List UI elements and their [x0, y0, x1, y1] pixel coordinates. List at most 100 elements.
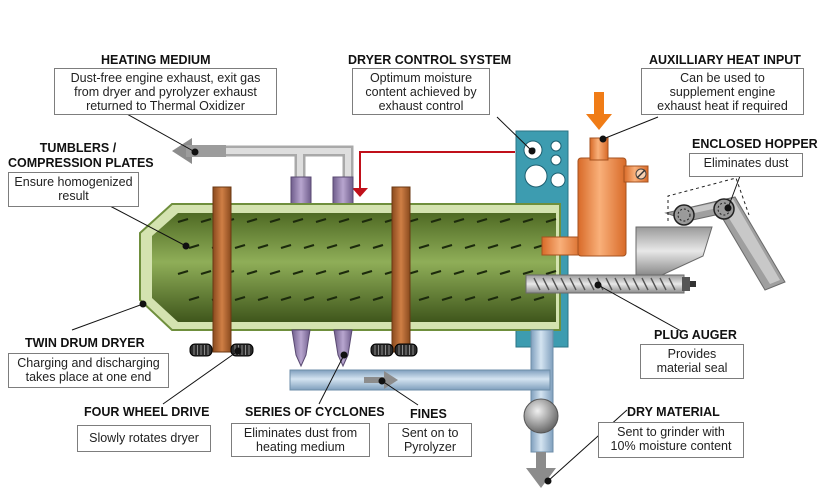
tumbler-plate	[269, 269, 281, 276]
exhaust-duct	[172, 138, 354, 178]
tumbler-plate	[487, 295, 499, 302]
tumblers-title-line-1: TUMBLERS /	[39, 141, 117, 155]
tumbler-plate	[545, 217, 557, 224]
tumbler-plate	[246, 269, 258, 276]
tumbler-plate	[349, 243, 361, 250]
fines-line-2: Pyrolyzer	[403, 440, 457, 454]
dry-material-line-2: 10% moisture content	[610, 439, 732, 453]
tumblers-line-1: Ensure homogenized	[14, 175, 133, 189]
tumbler-plate	[464, 243, 476, 250]
tumbler-plate	[430, 269, 442, 276]
enclosed-hopper-line-1: Eliminates dust	[703, 156, 789, 170]
tumbler-plate	[280, 243, 292, 250]
plug-auger	[525, 274, 696, 294]
tumblers-title: TUMBLERS / COMPRESSION PLATES	[8, 141, 154, 171]
tumbler-plate	[315, 269, 327, 276]
tumbler-plate	[303, 243, 315, 250]
tumblers-line-2: result	[58, 189, 89, 203]
tumbler-plate	[522, 269, 534, 276]
tumbler-plate	[315, 217, 327, 224]
tumblers-box: Ensure homogenized result	[8, 172, 139, 207]
tumbler-plate	[361, 269, 373, 276]
tumbler-plate	[418, 243, 430, 250]
heating-medium-box: Dust-free engine exhaust, exit gas from …	[54, 68, 277, 115]
tumbler-plate	[188, 295, 200, 302]
tumbler-plate	[326, 295, 338, 302]
enclosed-hopper	[635, 177, 786, 291]
tumbler-plate	[338, 269, 350, 276]
tumbler-plate	[200, 217, 212, 224]
control-signal-arrow-icon	[352, 151, 515, 197]
tumbler-plate	[234, 243, 246, 250]
auxiliary-heat-title: AUXILLIARY HEAT INPUT	[649, 53, 801, 67]
twin-drum-title: TWIN DRUM DRYER	[25, 336, 145, 350]
tumbler-plate	[441, 243, 453, 250]
tumbler-plate	[499, 269, 511, 276]
tumbler-plate	[349, 295, 361, 302]
tumbler-plate	[246, 217, 258, 224]
plug-auger-line-1: Provides	[667, 347, 717, 361]
dry-material-box: Sent to grinder with 10% moisture conten…	[598, 422, 744, 458]
fines-box: Sent on to Pyrolyzer	[388, 423, 472, 457]
tumbler-plate	[453, 217, 465, 224]
dryer-control-box: Optimum moisture content achieved by exh…	[352, 68, 490, 115]
drive-bands	[212, 186, 411, 353]
auxiliary-heat-line-2: supplement engine	[669, 85, 776, 99]
tumbler-plate	[234, 295, 246, 302]
tumbler-plate	[292, 269, 304, 276]
tumbler-plate	[476, 217, 488, 224]
rotary-valve-icon	[523, 398, 559, 434]
four-wheel-title: FOUR WHEEL DRIVE	[84, 405, 210, 419]
callout-leaders	[71, 113, 741, 485]
fines-title: FINES	[410, 407, 447, 421]
auxiliary-heat-box: Can be used to supplement engine exhaust…	[641, 68, 804, 115]
dry-material-title: DRY MATERIAL	[627, 405, 720, 419]
tumbler-plate	[292, 217, 304, 224]
tumbler-plate	[303, 295, 315, 302]
tumbler-plate	[188, 243, 200, 250]
tumbler-plate	[372, 295, 384, 302]
tumbler-plate	[533, 295, 545, 302]
tumbler-plate	[338, 217, 350, 224]
dryer-control-line-3: exhaust control	[378, 99, 464, 113]
twin-drum-box: Charging and discharging takes place at …	[8, 353, 169, 388]
auxiliary-heat-line-3: exhaust heat if required	[657, 99, 788, 113]
exhaust-arrow-icon	[172, 138, 192, 164]
discharge-arrow-icon	[526, 452, 556, 488]
four-wheel-box: Slowly rotates dryer	[77, 425, 211, 452]
discharge-chute	[289, 329, 559, 488]
tumbler-plate	[453, 269, 465, 276]
tumbler-plate	[464, 295, 476, 302]
fines-line-1: Sent on to	[401, 426, 459, 440]
twin-drum-dryer	[139, 203, 561, 331]
four-wheel-line-1: Slowly rotates dryer	[89, 431, 199, 445]
tumbler-plate	[269, 217, 281, 224]
twin-drum-line-2: takes place at one end	[25, 370, 152, 384]
tumbler-plate	[545, 269, 557, 276]
tumbler-plate	[476, 269, 488, 276]
tumbler-plate	[177, 217, 189, 224]
enclosed-hopper-title: ENCLOSED HOPPER	[692, 137, 818, 151]
tumbler-plate	[510, 243, 522, 250]
twin-drum-line-1: Charging and discharging	[17, 356, 160, 370]
cyclone-inlets	[290, 176, 354, 210]
heating-medium-line-3: returned to Thermal Oxidizer	[86, 99, 245, 113]
cyclones-line-1: Eliminates dust from	[243, 426, 358, 440]
enclosed-hopper-box: Eliminates dust	[689, 153, 803, 177]
dry-material-line-1: Sent to grinder with	[617, 425, 725, 439]
series-of-cyclones	[291, 329, 353, 368]
heating-medium-line-2: from dryer and pyrolyzer exhaust	[74, 85, 257, 99]
tumbler-plate	[418, 295, 430, 302]
tumbler-plate	[372, 243, 384, 250]
tumbler-plate	[499, 217, 511, 224]
tumbler-plate	[510, 295, 522, 302]
auxiliary-heat-line-1: Can be used to	[680, 71, 765, 85]
cyclones-box: Eliminates dust from heating medium	[231, 423, 370, 457]
plug-auger-title: PLUG AUGER	[654, 328, 737, 342]
tumbler-plate	[257, 295, 269, 302]
tumbler-plate	[177, 269, 189, 276]
plug-auger-box: Provides material seal	[640, 344, 744, 379]
heating-medium-title: HEATING MEDIUM	[101, 53, 211, 67]
dryer-control-title: DRYER CONTROL SYSTEM	[348, 53, 512, 67]
